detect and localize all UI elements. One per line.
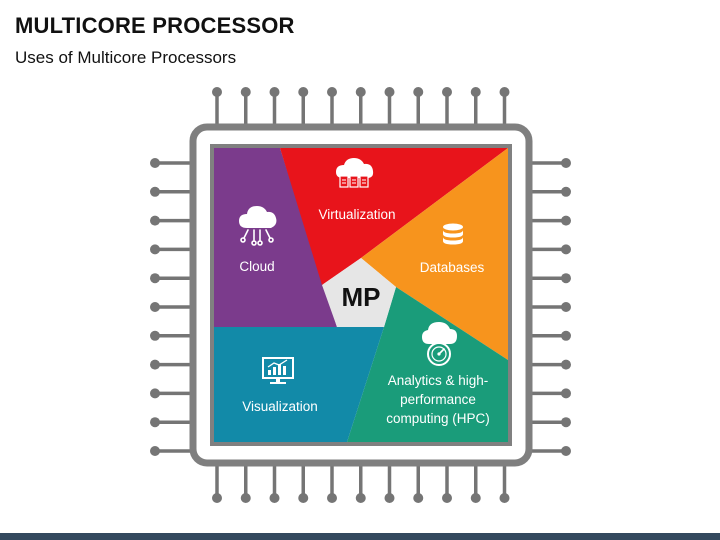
pin-top-1-head	[212, 87, 222, 97]
segment-label-analytics-line1: Analytics & high-	[388, 373, 489, 388]
pin-right-8-head	[561, 359, 571, 370]
pin-bottom-9-head	[442, 493, 452, 503]
cloud-network-icon	[239, 206, 277, 246]
pin-right-2-head	[561, 186, 571, 197]
pin-left-4-head	[150, 244, 160, 255]
pin-bottom-6-head	[355, 493, 366, 503]
pin-top-3-head	[269, 87, 280, 97]
pin-left-11-head	[150, 446, 160, 456]
segment-databases	[361, 148, 508, 360]
pin-right-10-head	[561, 417, 571, 428]
pin-right-9-head	[561, 388, 571, 399]
monitor-chart-icon	[262, 357, 294, 384]
segment-analytics	[347, 287, 508, 442]
segment-label-visualization: Visualization	[242, 399, 318, 414]
pin-bottom-3-head	[269, 493, 280, 503]
segment-label-cloud: Cloud	[239, 259, 274, 274]
segment-label-analytics-line2: performance	[400, 392, 476, 407]
pin-bottom-7-head	[384, 493, 395, 503]
chip-pins	[150, 87, 571, 503]
pin-right-7-head	[561, 330, 571, 341]
pin-top-10-head	[470, 87, 481, 97]
database-icon	[443, 223, 463, 245]
cloud-servers-icon	[336, 158, 374, 188]
pin-right-6-head	[561, 302, 571, 312]
pin-right-11-head	[561, 446, 571, 456]
segment-cloud	[214, 148, 337, 327]
segment-label-virtualization: Virtualization	[318, 207, 395, 222]
segment-visualization	[214, 327, 384, 442]
pin-right-4-head	[561, 244, 571, 255]
speedometer-cloud-icon	[422, 322, 457, 366]
pin-left-5-head	[150, 273, 160, 284]
core-pentagon	[322, 258, 396, 327]
pin-bottom-2-head	[240, 493, 251, 503]
pin-top-9-head	[442, 87, 452, 97]
segment-label-databases: Databases	[420, 260, 485, 275]
pin-right-3-head	[561, 215, 571, 226]
pin-left-7-head	[150, 330, 160, 341]
pin-bottom-11-head	[499, 493, 510, 503]
pin-left-3-head	[150, 215, 160, 226]
pin-top-5-head	[327, 87, 337, 97]
pin-bottom-5-head	[327, 493, 337, 503]
page-title: MULTICORE PROCESSOR	[15, 13, 295, 38]
pin-left-10-head	[150, 417, 160, 428]
pin-top-7-head	[384, 87, 395, 97]
core-label: MP	[342, 282, 381, 312]
pin-left-6-head	[150, 302, 160, 312]
page-subtitle: Uses of Multicore Processors	[15, 48, 237, 67]
segment-virtualization	[280, 148, 508, 285]
segment-label-analytics-line3: computing (HPC)	[386, 411, 490, 426]
pin-top-4-head	[298, 87, 309, 97]
pin-left-1-head	[150, 158, 160, 168]
pin-bottom-4-head	[298, 493, 309, 503]
pin-top-11-head	[499, 87, 510, 97]
pin-top-8-head	[413, 87, 424, 97]
pin-top-2-head	[240, 87, 251, 97]
footer-bar	[0, 533, 720, 540]
pin-bottom-1-head	[212, 493, 222, 503]
pin-right-1-head	[561, 158, 571, 168]
pin-left-8-head	[150, 359, 160, 370]
pin-bottom-10-head	[470, 493, 481, 503]
pin-left-2-head	[150, 186, 160, 197]
pin-right-5-head	[561, 273, 571, 284]
pin-left-9-head	[150, 388, 160, 399]
pin-top-6-head	[355, 87, 366, 97]
pin-bottom-8-head	[413, 493, 424, 503]
